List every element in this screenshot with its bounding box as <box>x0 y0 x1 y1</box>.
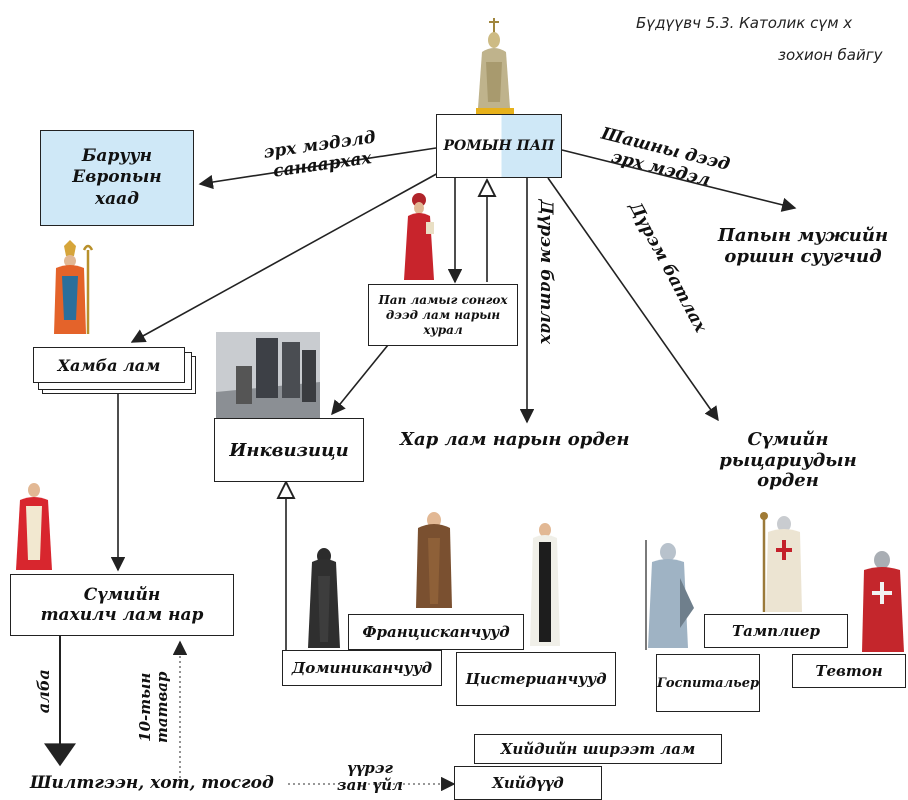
franciscans-label: Францисканчууд <box>362 623 510 641</box>
pope-box: РОМЫН ПАП <box>436 114 562 178</box>
tithe-label: 10-тын татвар <box>135 667 172 747</box>
abbot-label: Хийдийн ширээт лам <box>500 740 696 758</box>
church-knights-label: Сүмийн рыцариудын орден <box>688 429 888 492</box>
priest-figure-image <box>12 480 56 572</box>
arrow-pope-to-knights <box>547 177 719 422</box>
inquisition-box: Инквизици <box>214 418 364 482</box>
franciscans-box: Францисканчууд <box>348 614 524 650</box>
monasteries-label: Хийдүүд <box>492 774 564 792</box>
figure-caption-line2: зохион байгу <box>778 46 883 64</box>
papal-vassals-label: Папын мужийн оршин суугчид <box>712 225 894 267</box>
teutonic-knight-image <box>852 548 908 654</box>
tithe-line1: 10-тын <box>135 672 154 742</box>
alba-label: алба <box>33 669 53 714</box>
pope-label: РОМЫН ПАП <box>443 138 555 154</box>
western-kings-box: Баруун Европын хаад <box>40 130 194 226</box>
inquisition-label: Инквизици <box>229 439 349 461</box>
bishop-figure-image <box>48 240 98 336</box>
hospitallers-label: Госпитальер <box>656 675 760 691</box>
cardinal-figure-image <box>398 190 440 282</box>
priests-line2: тахилч лам нар <box>40 605 204 625</box>
teutons-box: Тевтон <box>792 654 906 688</box>
western-kings-line3: хаад <box>95 188 139 209</box>
western-kings-line2: Европын <box>72 167 162 188</box>
priests-box: Сүмийн тахилч лам нар <box>10 574 234 636</box>
teutons-label: Тевтон <box>815 662 883 680</box>
priests-line1: Сүмийн <box>83 584 161 605</box>
council-box: Пап ламыг сонгох дээд лам нарын хурал <box>368 284 518 346</box>
duty-line2: зан үйл <box>337 776 403 795</box>
monasteries-box: Хийдүүд <box>454 766 602 800</box>
hospitallers-box: Госпитальер <box>656 654 760 712</box>
figure-caption-line1: Бүдүүвч 5.3. Католик сүм х <box>636 14 853 32</box>
arrow-pope-to-kings <box>198 147 437 190</box>
templars-label: Тамплиер <box>732 622 820 640</box>
cistercian-monk-image <box>528 520 562 648</box>
bishops-label: Хамба лам <box>57 355 161 375</box>
arrow-pope-to-bishops <box>130 171 441 343</box>
cistercians-box: Цистерианчууд <box>456 652 616 706</box>
abbot-box: Хийдийн ширээт лам <box>474 734 722 764</box>
bishops-box: Хамба лам <box>33 347 185 383</box>
council-label: Пап ламыг сонгох дээд лам нарын хурал <box>378 292 508 337</box>
tithe-line2: татвар <box>153 671 171 744</box>
templars-box: Тамплиер <box>704 614 848 648</box>
church-knights-line2: рыцариудын орден <box>719 449 857 492</box>
support-label-1: Дүрэм батлах <box>535 199 556 345</box>
cistercians-label: Цистерианчууд <box>465 670 607 688</box>
church-knights-line1: Сүмийн <box>747 429 829 450</box>
hospitaller-knight-image <box>640 538 696 652</box>
arrow-pope-to-vassals <box>561 149 797 212</box>
franciscan-monk-image <box>412 508 456 612</box>
papal-vassals-line1: Папын мужийн <box>717 225 889 246</box>
duty-label: үүрэг зан үйл <box>330 759 410 795</box>
dominican-monk-image <box>306 546 342 650</box>
black-monks-label: Хар лам нарын орден <box>400 429 630 450</box>
arrow-council-to-inquisition <box>331 344 389 416</box>
duty-line1: үүрэг <box>347 759 393 777</box>
pope-figure-image <box>470 12 518 114</box>
towns-label: Шилтгээн, хот, тосгод <box>30 773 274 793</box>
western-kings-line1: Баруун <box>81 146 153 167</box>
dominicans-box: Доминиканчууд <box>282 650 442 686</box>
templar-knight-image <box>756 510 806 614</box>
papal-vassals-line2: оршин суугчид <box>724 245 882 267</box>
inquisition-image <box>216 332 320 422</box>
dominicans-label: Доминиканчууд <box>291 659 433 677</box>
